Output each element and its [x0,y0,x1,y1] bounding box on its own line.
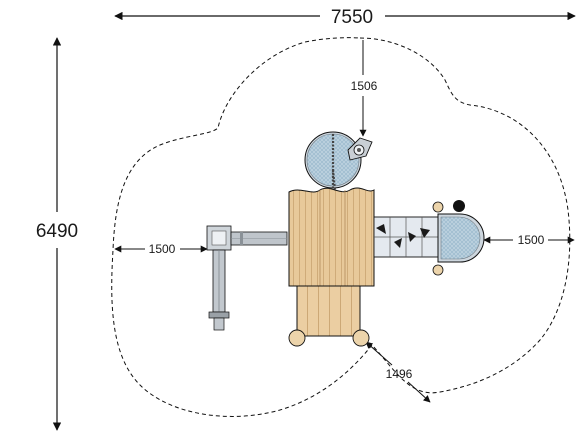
clearance-left-label: 1500 [149,242,176,256]
main-tower-roof [288,187,375,287]
clearance-right-label: 1500 [518,233,545,247]
spiral-tower [304,131,373,201]
left-bar-structure [206,225,288,331]
clearance-bottom-label: 1496 [386,367,413,381]
clearance-bottom-line-b [407,381,431,403]
net-platform [437,213,485,263]
safety-zone-outline [111,37,571,417]
clearance-bottom-line-a [365,341,393,366]
overall-width-label: 7550 [331,7,373,28]
clearance-top-label: 1506 [351,79,378,93]
climbing-panel [373,200,465,276]
overall-depth-label: 6490 [36,221,78,242]
wooden-ramp [288,285,370,347]
